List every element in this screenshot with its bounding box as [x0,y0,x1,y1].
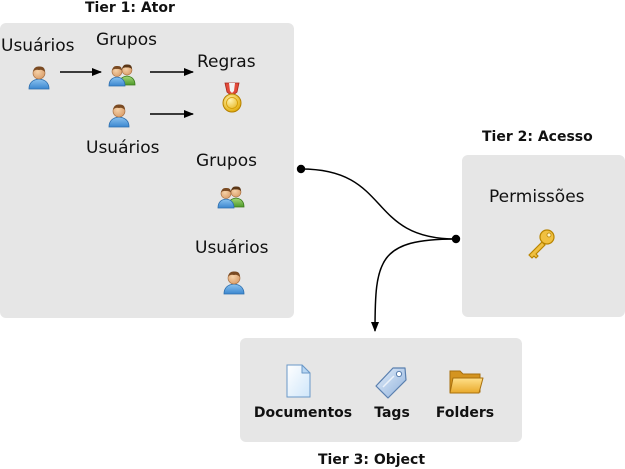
label-usuarios-1: Usuários [1,36,75,56]
tier1-panel [0,23,294,318]
label-permissoes: Permissões [489,187,585,207]
document-icon [286,364,311,398]
tier1-title: Tier 1: Ator [85,0,175,16]
tier3-title: Tier 3: Object [318,452,426,468]
tier2-title: Tier 2: Acesso [482,129,593,145]
label-grupos-1: Grupos [96,30,157,50]
label-usuarios-2: Usuários [86,138,160,158]
connector-tier2-to-tier3 [371,238,457,332]
label-grupos-2: Grupos [196,151,257,171]
label-folders: Folders [435,405,495,421]
key-icon [528,229,555,259]
medal-icon [222,82,242,113]
label-tags: Tags [374,405,410,421]
folder-icon [449,370,484,394]
tag-icon [375,367,407,399]
label-documentos: Documentos [253,405,353,421]
label-usuarios-3: Usuários [195,238,269,258]
connector-tier1-to-tier2 [300,168,457,240]
label-regras: Regras [197,52,256,72]
